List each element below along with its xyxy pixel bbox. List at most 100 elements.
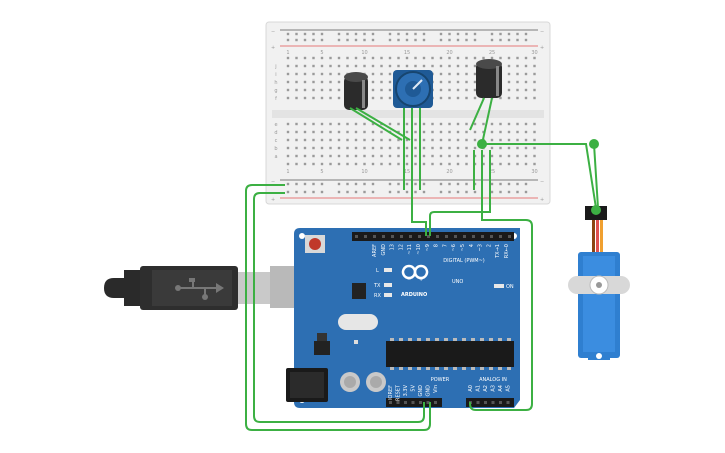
- pin-label: 5V: [411, 384, 417, 391]
- rail-plus-label-tr: +: [540, 45, 544, 51]
- header-pin[interactable]: [481, 235, 484, 238]
- column-number-bottom: 15: [404, 169, 410, 175]
- pin-label: A4: [498, 385, 504, 392]
- header-pin[interactable]: [491, 401, 495, 404]
- header-pin[interactable]: [418, 235, 421, 238]
- column-number-bottom: 10: [361, 169, 367, 175]
- analog-header[interactable]: [466, 398, 514, 407]
- wire-bb-to-digital: [429, 190, 491, 236]
- header-pin[interactable]: [463, 235, 466, 238]
- rail-minus-label-tl: −: [271, 29, 275, 35]
- column-number-top: 5: [320, 50, 323, 56]
- rail-minus-label-br: −: [540, 179, 544, 185]
- rail-minus-label-bl: −: [271, 179, 275, 185]
- header-pin[interactable]: [499, 235, 502, 238]
- header-pin[interactable]: [454, 235, 457, 238]
- row-letter: g: [274, 88, 277, 94]
- usb-cable[interactable]: [104, 266, 296, 310]
- header-pin[interactable]: [355, 235, 358, 238]
- column-number-bottom: 30: [531, 169, 537, 175]
- column-number-top: 30: [531, 50, 537, 56]
- tx-led: [384, 283, 392, 287]
- capacitor-left[interactable]: [344, 72, 368, 110]
- header-pin[interactable]: [472, 235, 475, 238]
- column-number-top: 15: [404, 50, 410, 56]
- wire-pot-to-pin9: [411, 190, 427, 236]
- header-pin[interactable]: [391, 235, 394, 238]
- pin-label: IOREF: [388, 385, 394, 400]
- wire-signal-servo: [482, 143, 597, 209]
- potentiometer[interactable]: [393, 70, 433, 108]
- column-number-bottom: 25: [489, 169, 495, 175]
- header-pin[interactable]: [506, 401, 510, 404]
- header-pin[interactable]: [508, 235, 511, 238]
- capacitor-right[interactable]: [476, 59, 502, 98]
- header-pin[interactable]: [411, 401, 415, 404]
- pin-label: 4: [469, 244, 475, 247]
- row-letter: j: [274, 64, 276, 70]
- pin-label: 7: [442, 244, 448, 247]
- row-letter: c: [275, 138, 278, 144]
- header-pin[interactable]: [389, 401, 392, 404]
- reset-button[interactable]: [305, 235, 325, 253]
- pin-label: 3.3V: [403, 384, 409, 396]
- header-pin[interactable]: [373, 235, 376, 238]
- header-pin[interactable]: [364, 235, 367, 238]
- wires[interactable]: [245, 97, 599, 431]
- rx-label: RX: [374, 293, 381, 299]
- header-pin[interactable]: [499, 401, 502, 404]
- header-pin[interactable]: [404, 401, 407, 404]
- wire-analog-loop: [469, 190, 533, 411]
- rail-plus-label-bl: +: [271, 197, 275, 203]
- header-pin[interactable]: [484, 401, 487, 404]
- pin-label: A1: [476, 385, 482, 392]
- digital-pin-row: [355, 235, 511, 238]
- usb-icon: [175, 278, 224, 300]
- header-pin[interactable]: [426, 401, 430, 404]
- arduino-logo: − +: [401, 264, 429, 283]
- pin-label: GND: [426, 385, 432, 397]
- row-letter: a: [274, 154, 277, 160]
- pin-label: ~3: [478, 244, 484, 251]
- header-pin[interactable]: [434, 401, 437, 404]
- header-pin[interactable]: [409, 235, 412, 238]
- digital-header[interactable]: [352, 232, 514, 241]
- analog-label: ANALOG IN: [479, 377, 507, 383]
- header-pin[interactable]: [427, 235, 430, 238]
- header-pin[interactable]: [396, 401, 400, 404]
- header-pin[interactable]: [436, 235, 439, 238]
- column-number-top: 10: [361, 50, 367, 56]
- arduino-brand: ARDUINO: [401, 292, 427, 298]
- pin-label: 13: [390, 244, 396, 250]
- pin-label: TX→1: [495, 244, 501, 259]
- column-number-bottom: 1: [286, 169, 289, 175]
- tx-label: TX: [373, 283, 381, 289]
- pin-label: ~6: [451, 244, 457, 251]
- column-number-top: 20: [446, 50, 452, 56]
- wire-junctions: [477, 139, 601, 215]
- power-label: POWER: [431, 377, 450, 383]
- wire-gnd-loop: [245, 184, 431, 431]
- pin-label: Vin: [433, 385, 439, 393]
- header-pin[interactable]: [400, 235, 403, 238]
- atmega-chip: [386, 341, 514, 367]
- header-pin[interactable]: [419, 401, 422, 404]
- header-pin[interactable]: [445, 235, 448, 238]
- header-pin[interactable]: [382, 235, 385, 238]
- pin-label: ~9: [425, 244, 431, 251]
- svg-text:−: −: [407, 277, 411, 283]
- micro-servo[interactable]: [568, 206, 630, 360]
- pin-label: GND: [381, 244, 387, 256]
- pin-label: A2: [483, 385, 489, 392]
- header-pin[interactable]: [476, 401, 480, 404]
- wire-5v-loop: [253, 192, 425, 423]
- pin-label: 8: [434, 244, 440, 247]
- header-pin[interactable]: [490, 235, 493, 238]
- wire-cap-right-b: [481, 97, 493, 145]
- pin-label: GND: [418, 385, 424, 397]
